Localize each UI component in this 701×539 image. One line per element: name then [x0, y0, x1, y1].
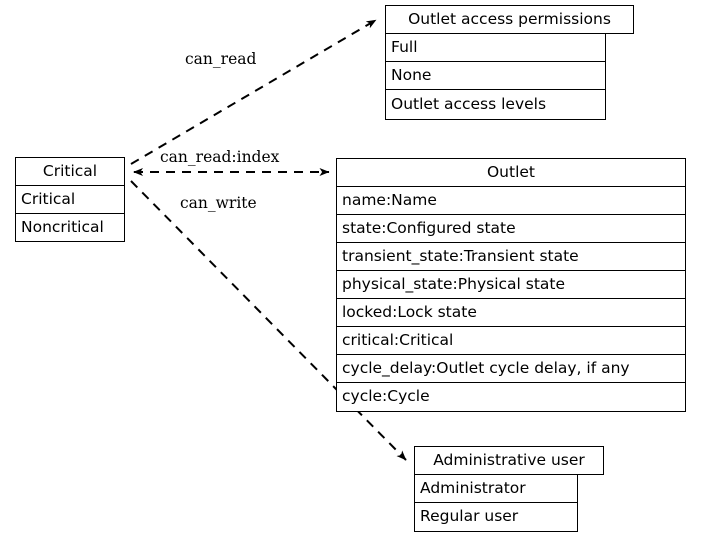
class-attribute-row: locked:Lock state: [336, 298, 686, 327]
class-attribute-row: cycle:Cycle: [336, 382, 686, 412]
class-attribute-row: critical:Critical: [336, 326, 686, 355]
class-attribute-row: Administrator: [414, 474, 578, 503]
edge-label-can-write: can_write: [180, 194, 257, 212]
edge-label-can-read: can_read: [185, 50, 257, 68]
class-attribute-row: name:Name: [336, 186, 686, 215]
edge-can-read: [130, 19, 377, 165]
class-attribute-row: Critical: [15, 185, 125, 214]
class-attribute-row: state:Configured state: [336, 214, 686, 243]
class-name-outlet: Outlet: [336, 158, 686, 187]
class-attribute-row: physical_state:Physical state: [336, 270, 686, 299]
class-name-outlet-access-permissions: Outlet access permissions: [385, 5, 634, 34]
class-attribute-row: Noncritical: [15, 213, 125, 242]
class-name-critical: Critical: [15, 157, 125, 186]
class-attribute-row: transient_state:Transient state: [336, 242, 686, 271]
class-attribute-row: Full: [385, 33, 606, 62]
class-attribute-row: Regular user: [414, 502, 578, 532]
class-name-administrative-user: Administrative user: [414, 446, 604, 475]
class-attribute-row: cycle_delay:Outlet cycle delay, if any: [336, 354, 686, 383]
class-attribute-row: Outlet access levels: [385, 89, 606, 120]
class-attribute-row: None: [385, 61, 606, 90]
edge-label-can-read-index: can_read:index: [160, 148, 280, 166]
